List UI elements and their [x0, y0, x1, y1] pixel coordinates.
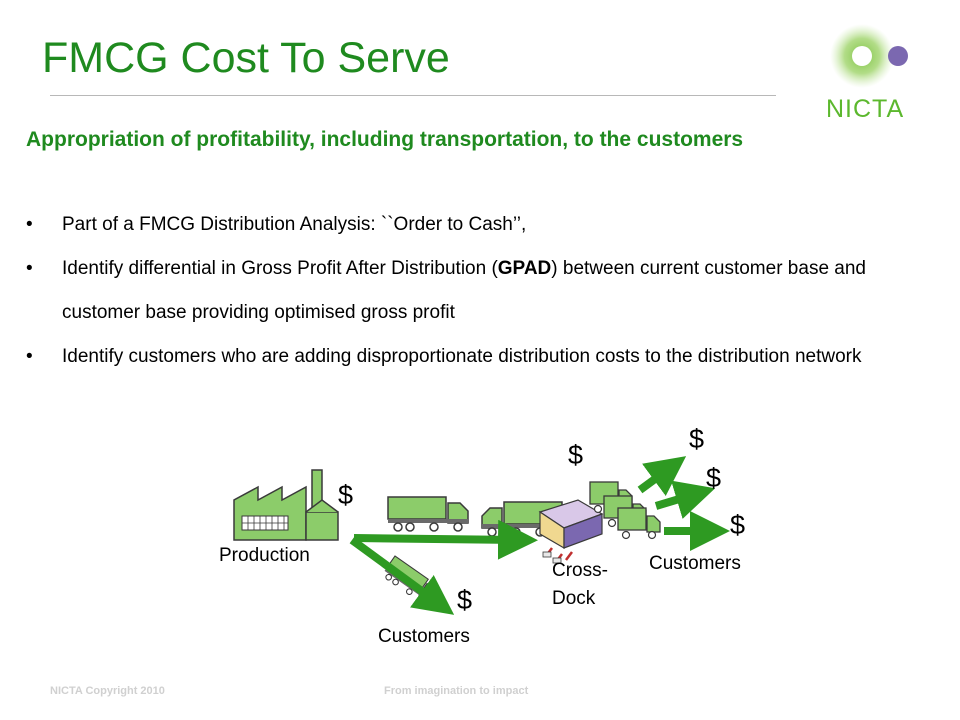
bullet-item: • Part of a FMCG Distribution Analysis: … [26, 203, 906, 247]
dollar-sign-customers: $ [457, 585, 473, 615]
cross-dock-label-line2: Dock [552, 588, 596, 609]
customers-label-right: Customers [649, 553, 741, 574]
arrow-to-customer [654, 480, 716, 519]
footer-copyright: NICTA Copyright 2010 [50, 685, 165, 697]
slide-subtitle: Appropriation of profitability, includin… [26, 128, 744, 151]
slide-title: FMCG Cost To Serve [42, 34, 450, 82]
bullet-text: Identify customers who are adding dispro… [62, 346, 862, 367]
dollar-sign-customer: $ [706, 463, 722, 493]
bullet-glyph: • [26, 214, 33, 235]
bullet-text-pre: Identify differential in Gross Profit Af… [62, 258, 498, 279]
dollar-sign-customer: $ [730, 510, 746, 540]
title-divider [50, 95, 776, 96]
customers-label-bottom: Customers [378, 626, 470, 647]
arrow-to-customers [349, 536, 455, 615]
bullet-glyph: • [26, 346, 33, 367]
factory-icon [233, 469, 339, 541]
arrow-to-cross-dock [353, 519, 538, 560]
van-icon [617, 507, 661, 540]
nicta-logo-text: NICTA [826, 95, 905, 123]
truck-icon [387, 496, 469, 532]
nicta-logo-icon [830, 24, 908, 88]
bullet-item: • Identify differential in Gross Profit … [26, 247, 906, 335]
dollar-sign-customer: $ [689, 424, 705, 454]
bullet-glyph: • [26, 258, 33, 279]
bullet-item: • Identify customers who are adding disp… [26, 335, 906, 379]
bullet-list: • Part of a FMCG Distribution Analysis: … [26, 203, 906, 379]
production-label: Production [219, 545, 310, 566]
footer-tagline: From imagination to impact [384, 685, 529, 697]
cross-dock-label-line1: Cross- [552, 560, 608, 581]
bullet-text: Part of a FMCG Distribution Analysis: ``… [62, 214, 527, 235]
arrow-to-customer [637, 456, 687, 496]
cross-dock-icon [538, 499, 604, 564]
dollar-sign-production: $ [338, 480, 354, 510]
dollar-sign-cross-dock: $ [568, 440, 584, 470]
bullet-text-post: ) between current customer base and cust… [62, 258, 866, 323]
bullet-text-bold: GPAD [497, 258, 552, 279]
